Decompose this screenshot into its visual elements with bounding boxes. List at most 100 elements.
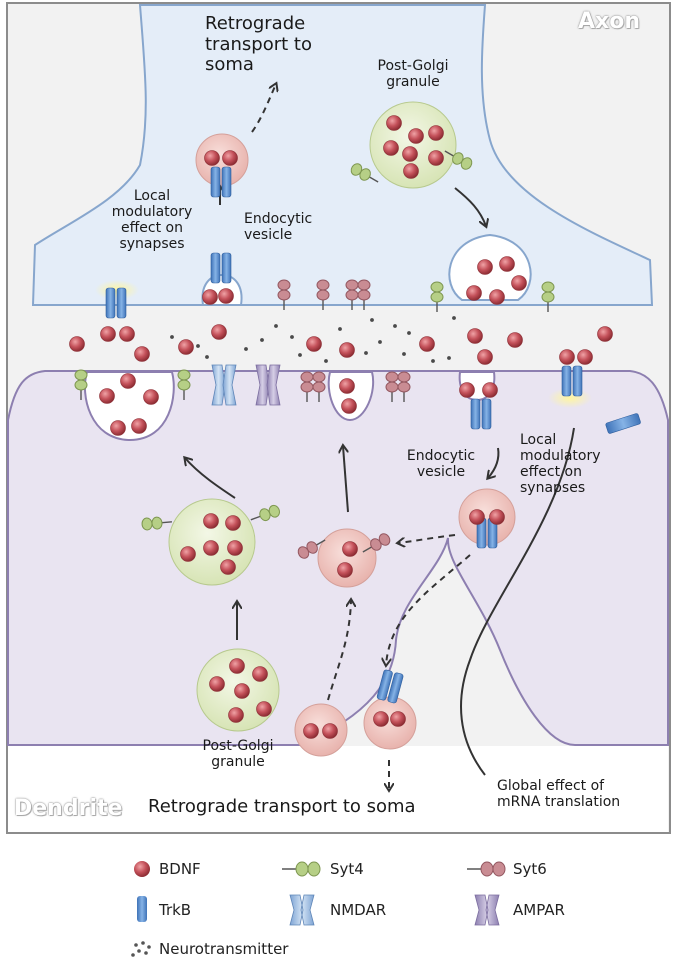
bdnf-molecule — [211, 324, 227, 340]
bdnf-molecule — [341, 398, 357, 414]
bdnf-molecule — [403, 163, 419, 179]
syt4-protein — [141, 516, 173, 531]
trkb-receptor — [561, 365, 583, 397]
neurotransmitter-dot — [244, 347, 248, 351]
bdnf-molecule — [120, 373, 136, 389]
bdnf-molecule — [477, 259, 493, 275]
bdnf-molecule — [597, 326, 613, 342]
bdnf-molecule — [303, 723, 319, 739]
bdnf-molecule — [100, 326, 116, 342]
syt4-protein — [430, 281, 444, 312]
bdnf-molecule — [469, 509, 485, 525]
bdnf-molecule — [180, 546, 196, 562]
dendrite-label: Dendrite — [14, 796, 123, 821]
bdnf-molecule — [134, 346, 150, 362]
retrograde-transport-bottom-label: Retrograde transport to soma — [148, 796, 416, 817]
arrow-to-endocytic-right — [488, 447, 500, 478]
bdnf-molecule — [110, 420, 126, 436]
legend-neurotransmitter-label: Neurotransmitter — [159, 940, 289, 958]
neurotransmitter-dot — [370, 318, 374, 322]
bdnf-molecule — [203, 513, 219, 529]
bdnf-molecule — [482, 382, 498, 398]
local-effect-left-label: Local modulatory effect on synapses — [111, 188, 193, 253]
molecules — [69, 115, 641, 739]
neurotransmitter-dot — [402, 352, 406, 356]
trkb-receptor — [210, 166, 232, 198]
neurotransmitter-dot — [170, 335, 174, 339]
axon-terminal — [31, 4, 654, 306]
bdnf-molecule — [256, 701, 272, 717]
syt4-protein — [350, 163, 379, 183]
bdnf-molecule — [428, 125, 444, 141]
trkb-receptor — [476, 517, 498, 549]
bdnf-molecule — [99, 388, 115, 404]
retrograde-transport-top-label: Retrograde transport to soma — [205, 13, 312, 76]
legend — [131, 861, 506, 957]
bdnf-molecule — [402, 146, 418, 162]
neurotransmitter-dot — [407, 331, 411, 335]
bdnf-molecule — [209, 676, 225, 692]
legend-syt4-icon — [282, 861, 321, 877]
legend-syt4-label: Syt4 — [330, 860, 364, 878]
bdnf-molecule — [489, 289, 505, 305]
bdnf-molecule — [428, 150, 444, 166]
bdnf-molecule — [228, 707, 244, 723]
legend-bdnf-label: BDNF — [159, 860, 201, 878]
bdnf-molecule — [373, 711, 389, 727]
neurotransmitter-dot — [431, 359, 435, 363]
bdnf-molecule — [252, 666, 268, 682]
syt6-protein — [316, 279, 330, 310]
bdnf-molecule — [69, 336, 85, 352]
bdnf-molecule — [467, 328, 483, 344]
bdnf-molecule — [511, 275, 527, 291]
bdnf-molecule — [131, 418, 147, 434]
legend-ampar-label: AMPAR — [513, 901, 565, 919]
legend-trkb-label: TrkB — [159, 901, 192, 919]
endocytic-vesicle-right — [458, 488, 516, 546]
bdnf-molecule — [178, 339, 194, 355]
bdnf-molecule — [229, 658, 245, 674]
bdnf-molecule — [306, 336, 322, 352]
bdnf-molecule — [143, 389, 159, 405]
syt6-protein — [312, 371, 326, 402]
bdnf-molecule — [203, 540, 219, 556]
syt6-protein — [385, 371, 399, 402]
arrow-global-effect — [460, 427, 575, 776]
arrow-granule-down — [454, 187, 486, 226]
syt6-protein — [277, 279, 291, 310]
trkb-receptor — [105, 287, 127, 319]
arrow-recycling-up — [343, 446, 349, 513]
legend-bdnf-icon — [134, 861, 150, 877]
bdnf-molecule — [386, 115, 402, 131]
legend-nmdar-label: NMDAR — [330, 901, 387, 919]
arrow-retrograde-top — [251, 84, 276, 133]
bdnf-molecule — [220, 559, 236, 575]
dendrite-shaft — [8, 746, 668, 832]
syt6-protein — [297, 539, 326, 559]
bdnf-molecule — [507, 332, 523, 348]
nmdar-channel — [211, 364, 237, 406]
arrow-golgi-to-membrane — [185, 458, 236, 499]
endocytic-vesicle-top-label: Endocytic vesicle — [244, 211, 313, 244]
bdnf-molecule — [339, 342, 355, 358]
neurotransmitter-dot — [364, 351, 368, 355]
post-golgi-granule-bottom-label: Post-Golgi granule — [202, 738, 274, 771]
global-effect-label: Global effect of mRNA translation — [497, 778, 621, 811]
bdnf-molecule — [408, 128, 424, 144]
legend-ampar-icon — [474, 894, 500, 926]
legend-syt6-label: Syt6 — [513, 860, 547, 878]
syt4-protein — [177, 369, 191, 400]
neurotransmitter-dot — [452, 316, 456, 320]
neurotransmitter-dot — [260, 338, 264, 342]
neurotransmitter-dot — [290, 335, 294, 339]
trkb-receptor — [376, 669, 404, 704]
syt4-protein — [444, 150, 473, 170]
local-effect-right-label: Local modulatory effect on synapses — [520, 432, 601, 497]
bdnf-molecule — [322, 723, 338, 739]
bdnf-molecule — [577, 349, 593, 365]
bdnf-molecule — [227, 540, 243, 556]
bdnf-molecule — [499, 256, 515, 272]
endocytic-vesicle-right-label: Endocytic vesicle — [406, 448, 476, 481]
bdnf-molecule — [489, 509, 505, 525]
